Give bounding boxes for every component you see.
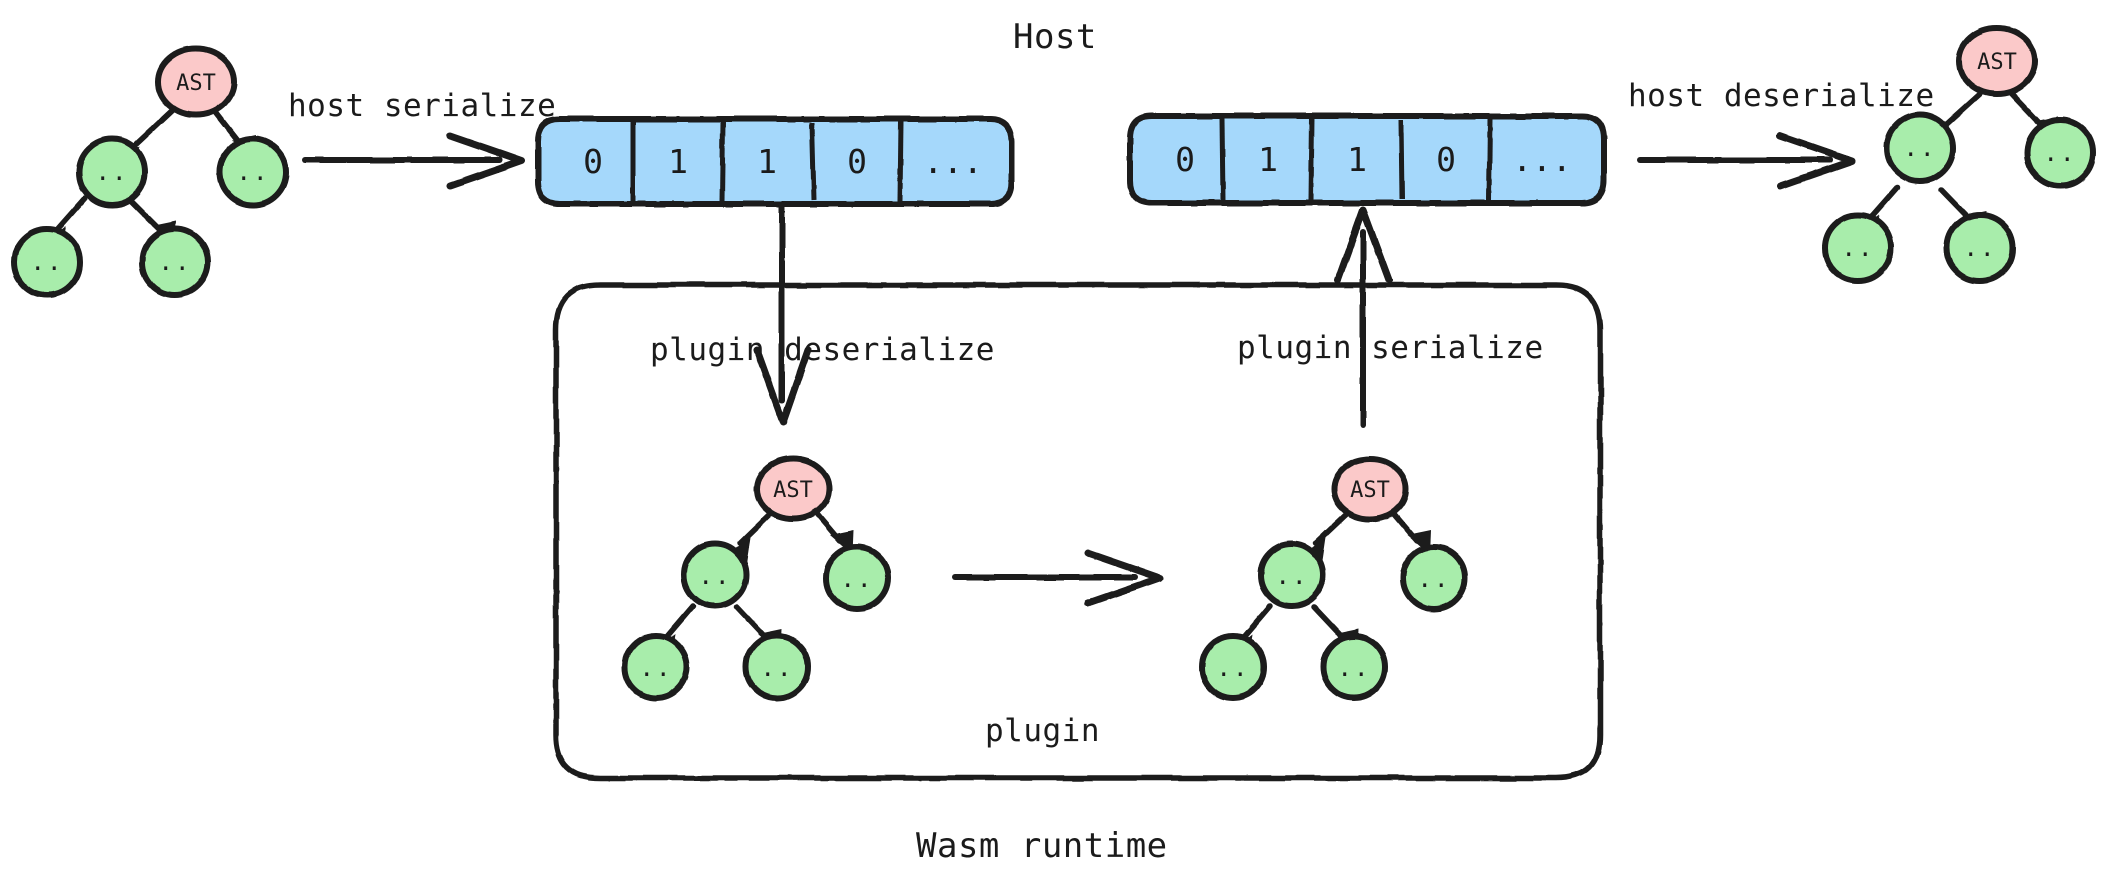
- byte-cell-value: ...: [1512, 140, 1572, 179]
- byte-cell-value: 1: [668, 142, 688, 181]
- ast-child-label: ..: [698, 562, 732, 590]
- byte-cell-value: 1: [757, 142, 777, 181]
- ast-child-label: ..: [840, 565, 874, 593]
- byte-array-left: [535, 116, 1015, 207]
- byte-cell-value: 1: [1347, 140, 1367, 179]
- ast-child-label: ..: [236, 158, 270, 186]
- tree-plugin-input: [622, 456, 891, 701]
- ast-child-label: ..: [95, 158, 129, 186]
- ast-child-label: ..: [1963, 234, 1997, 262]
- footer-label: Wasm runtime: [916, 826, 1168, 866]
- byte-cell-value: 1: [1258, 140, 1278, 179]
- plugin-box-label: plugin: [985, 713, 1100, 749]
- arrow-plugin-serialize: [1334, 206, 1393, 428]
- ast-child-label: ..: [158, 248, 192, 276]
- ast-child-label: ..: [760, 654, 794, 682]
- arrow-host-serialize: [302, 132, 526, 190]
- ast-child-label: ..: [1841, 234, 1875, 262]
- plugin-boundary-box: [553, 282, 1603, 781]
- ast-child-label: ..: [1216, 654, 1250, 682]
- arrow-host-deserialize: [1637, 132, 1856, 190]
- tree-plugin-output: [1199, 456, 1468, 701]
- byte-cell-value: 0: [1436, 140, 1456, 179]
- edge-label-host-serialize: host serialize: [288, 88, 557, 124]
- arrow-plugin-transform: [952, 549, 1164, 607]
- byte-array-right: [1127, 113, 1607, 206]
- byte-cell-value: 0: [583, 142, 603, 181]
- ast-root-label: AST: [1350, 478, 1390, 503]
- ast-child-label: ..: [1275, 562, 1309, 590]
- ast-child-label: ..: [1903, 134, 1937, 162]
- edge-label-host-deserialize: host deserialize: [1628, 78, 1935, 114]
- ast-child-label: ..: [639, 654, 673, 682]
- arrow-plugin-deserialize: [753, 202, 812, 426]
- byte-cell-value: ...: [923, 142, 983, 181]
- tree-host-output: [1822, 25, 2096, 284]
- edge-label-plugin-deserialize: plugin deserialize: [650, 332, 995, 368]
- ast-root-label: AST: [1977, 50, 2017, 75]
- edge-label-plugin-serialize: plugin serialize: [1237, 330, 1544, 366]
- page-title: Host: [1013, 17, 1097, 57]
- ast-child-label: ..: [30, 248, 64, 276]
- byte-cell-value: 0: [1175, 140, 1195, 179]
- byte-cell-value: 0: [847, 142, 867, 181]
- ast-child-label: ..: [2043, 139, 2077, 167]
- ast-child-label: ..: [1417, 565, 1451, 593]
- tree-host-input: [11, 46, 289, 298]
- ast-root-label: AST: [773, 478, 813, 503]
- ast-child-label: ..: [1337, 654, 1371, 682]
- ast-root-label: AST: [176, 71, 216, 96]
